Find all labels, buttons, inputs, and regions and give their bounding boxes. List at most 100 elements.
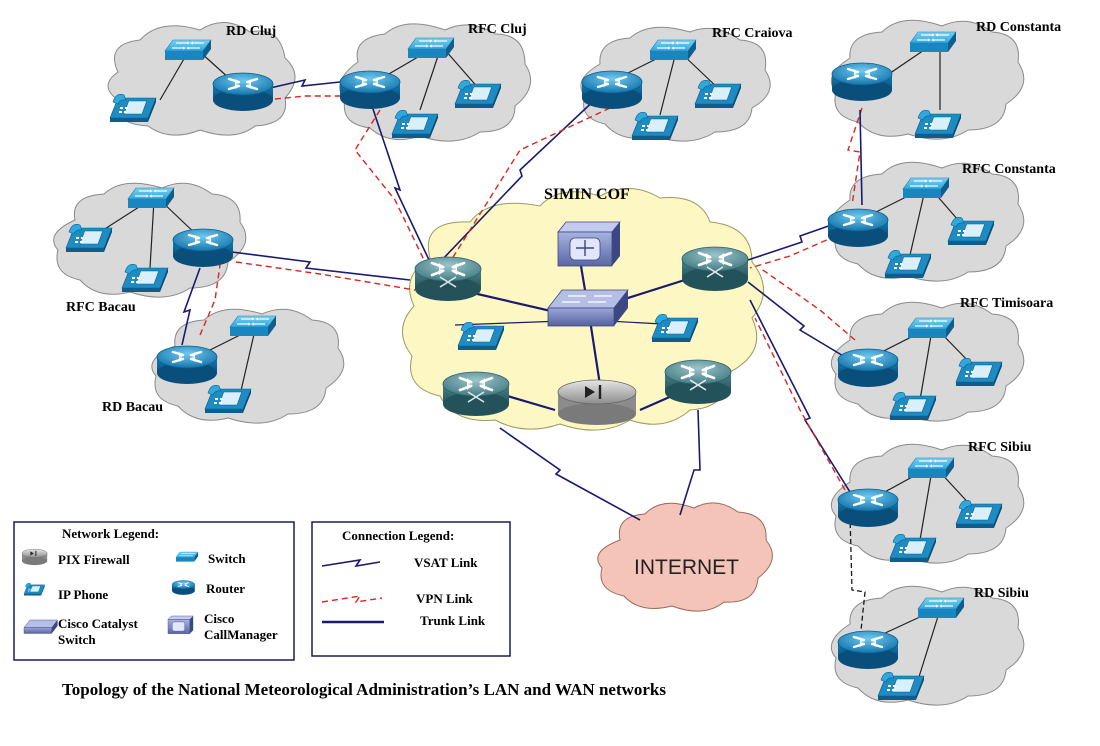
legend-label-trunk: Trunk Link (420, 613, 486, 628)
network-legend-box (13, 521, 295, 661)
site-label-rfc-bacau: RFC Bacau (66, 300, 136, 315)
cloud-rfc-cluj (339, 23, 532, 142)
cloud-rd-sibiu (830, 585, 1025, 706)
vpn-links (199, 95, 863, 491)
ip-phone-icon (651, 313, 699, 343)
pix-firewall-icon (557, 379, 637, 425)
internet-label: INTERNET (634, 556, 739, 579)
switch-icon (649, 39, 697, 61)
site-label-rfc-timisoara: RFC Timisoara (960, 296, 1054, 311)
legend-catalyst-switch-icon (23, 619, 59, 634)
legend-label-pix-firewall: PIX Firewall (58, 552, 130, 567)
legend-router-icon (171, 579, 196, 596)
vsat-rfc-bacau (231, 251, 411, 281)
legend-label-catalyst-line2: Switch (58, 632, 96, 647)
vsat-rfc-constanta (741, 221, 841, 263)
router-icon (580, 69, 644, 111)
site-label-rd-bacau: RD Bacau (102, 400, 164, 415)
legend-label-vsat: VSAT Link (414, 555, 478, 570)
cloud-rfc-sibiu (830, 443, 1025, 564)
vsat-rfc-sibiu (749, 299, 856, 501)
connection-legend-title: Connection Legend: (342, 528, 455, 543)
ip-phone-icon (694, 79, 742, 109)
legend-ip-phone-icon (23, 582, 45, 596)
ip-phone-icon (889, 533, 937, 563)
legend-label-switch: Switch (208, 551, 246, 566)
vsat-rd-bacau (181, 267, 201, 346)
ip-phone-icon (914, 109, 962, 139)
switch-icon (909, 31, 957, 53)
site-label-rd-constanta: RD Constanta (976, 20, 1062, 35)
ip-phone-icon (204, 384, 252, 414)
site-label-rd-sibiu: RD Sibiu (974, 586, 1029, 601)
site-label-rfc-sibiu: RFC Sibiu (968, 440, 1032, 455)
ip-phone-icon (889, 391, 937, 421)
network-legend-title: Network Legend: (62, 526, 160, 541)
vsat-links (181, 78, 856, 521)
switch-icon (907, 457, 955, 479)
legend-vsat-sample (321, 558, 381, 568)
legend-label-vpn: VPN Link (416, 591, 473, 606)
core-router-icon (663, 358, 733, 406)
switch-icon (164, 39, 212, 61)
connection-legend-box (311, 521, 511, 657)
vsat-rd-cluj (269, 78, 341, 89)
trunk-link-sibiu (849, 514, 866, 641)
ip-phone-icon (65, 223, 113, 253)
router-icon (171, 227, 235, 269)
cloud-rd-constanta (830, 19, 1025, 140)
switch-icon (917, 597, 965, 619)
router-icon (830, 61, 894, 103)
core-router-icon (413, 255, 483, 303)
cloud-rfc-timisoara (830, 301, 1025, 422)
switch-icon (407, 37, 455, 59)
vsat-rfc-timisoara (747, 281, 851, 361)
diagram-caption: Topology of the National Meteorological … (62, 680, 666, 699)
router-icon (836, 487, 900, 529)
core-router-icon (441, 370, 511, 418)
ip-phone-icon (454, 79, 502, 109)
catalyst-switch-icon (547, 289, 629, 327)
ip-phone-icon (109, 93, 157, 123)
legend-label-router: Router (206, 581, 245, 596)
ip-phone-icon (121, 263, 169, 293)
ip-phone-icon (631, 111, 679, 141)
switch-icon (127, 187, 175, 209)
vsat-rfc-craiova (439, 94, 601, 263)
router-icon (155, 344, 219, 386)
callmanager-icon (557, 221, 621, 267)
ip-phone-icon (955, 357, 1003, 387)
ip-phone-icon (877, 671, 925, 701)
site-label-rfc-constanta: RFC Constanta (962, 162, 1056, 177)
ip-phone-icon (884, 249, 932, 279)
router-icon (211, 71, 275, 113)
cloud-rfc-craiova (580, 26, 771, 142)
legend-switch-icon (175, 551, 199, 562)
router-icon (338, 69, 402, 111)
switch-icon (902, 177, 950, 199)
vsat-rfc-cluj (369, 99, 431, 263)
switch-icon (229, 315, 277, 337)
site-label-rfc-craiova: RFC Craiova (712, 26, 793, 41)
site-clouds (53, 19, 1025, 706)
cloud-rd-bacau (151, 308, 345, 424)
legend-label-callmanager-line2: CallManager (204, 627, 278, 642)
legend-label-catalyst-line1: Cisco Catalyst (58, 616, 138, 631)
legend-label-ip-phone: IP Phone (58, 587, 109, 602)
ip-phone-icon (947, 216, 995, 246)
legend-label-callmanager-line1: Cisco (204, 611, 235, 626)
core-title: SIMIN COF (544, 186, 630, 203)
core-router-icon (680, 245, 750, 293)
router-icon (826, 207, 890, 249)
switch-icon (907, 317, 955, 339)
ip-phone-icon (955, 499, 1003, 529)
vsat-internet-left (499, 427, 641, 521)
ip-phone-icon (391, 109, 439, 139)
router-icon (836, 629, 900, 671)
cloud-internet (597, 502, 773, 612)
site-label-rfc-cluj: RFC Cluj (468, 22, 527, 37)
legend-callmanager-icon (167, 615, 194, 634)
vsat-internet-right (679, 409, 701, 516)
legend-vpn-sample (321, 595, 383, 603)
